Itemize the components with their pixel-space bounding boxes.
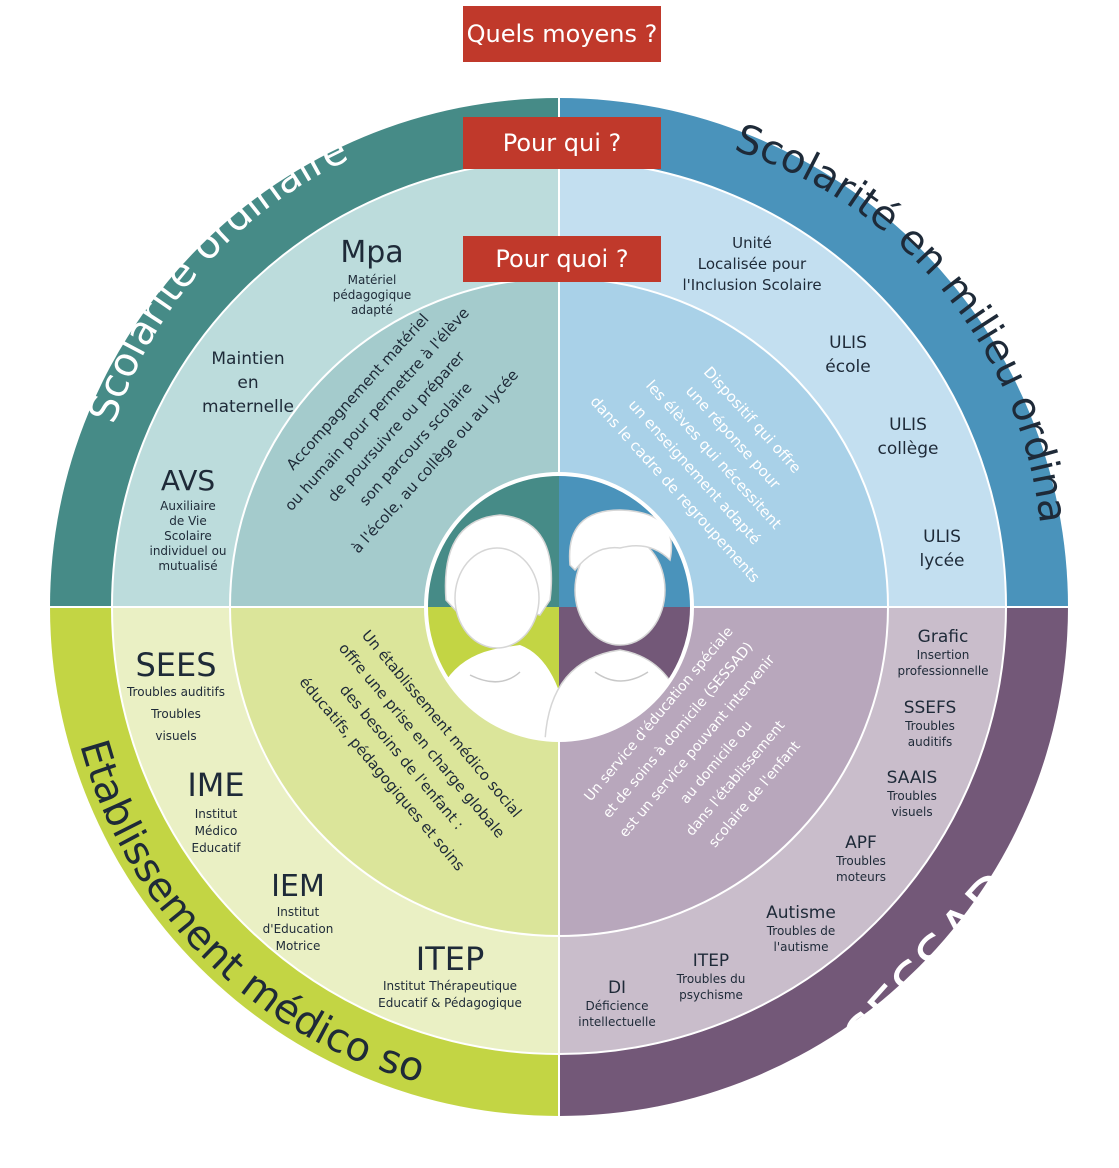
item-grafic-desc: professionnelle xyxy=(897,664,988,678)
item-saais-acronym: SAAIS xyxy=(887,768,938,788)
tag-quels-moyens: Quels moyens ? xyxy=(463,6,661,62)
item-grafic-desc: Insertion xyxy=(917,648,970,662)
item-ulis-ecole: ULIS école xyxy=(825,333,870,377)
item-ulis-college-desc: ULIS xyxy=(889,415,927,435)
item-avs-desc: individuel ou xyxy=(149,544,226,558)
item-itep-sessad-desc: Troubles du xyxy=(676,972,746,986)
item-iem-desc: Institut xyxy=(277,905,320,919)
item-ulis-def-desc: Unité xyxy=(732,234,772,252)
item-saais-desc: Troubles xyxy=(886,789,937,803)
item-maintien-desc: Maintien xyxy=(211,349,284,369)
item-ulis-lycee-desc: ULIS xyxy=(923,527,961,547)
item-itep-ms-acronym: ITEP xyxy=(416,940,485,978)
item-avs-desc: Scolaire xyxy=(164,529,212,543)
item-ulis-lycee-desc: lycée xyxy=(919,551,964,571)
item-iem-desc: d'Education xyxy=(263,922,334,936)
item-ime-desc: Médico xyxy=(195,824,238,838)
item-ulis-lycee: ULIS lycée xyxy=(919,527,964,571)
item-ulis-def-desc: Localisée pour xyxy=(698,255,807,273)
item-di-desc: intellectuelle xyxy=(578,1015,655,1029)
item-ulis-college: ULIS collège xyxy=(878,415,939,459)
tag-pour-qui: Pour qui ? xyxy=(463,117,661,169)
item-apf-desc: moteurs xyxy=(836,870,886,884)
item-autisme-acronym: Autisme xyxy=(766,903,836,923)
item-autisme-desc: Troubles de xyxy=(766,924,836,938)
item-ime-desc: Educatif xyxy=(191,841,241,855)
item-mpa-desc: pédagogique xyxy=(333,288,412,302)
item-grafic-acronym: Grafic xyxy=(918,627,969,647)
tag-pour-quoi: Pour quoi ? xyxy=(463,236,661,282)
center-children-icon xyxy=(424,472,694,742)
item-sees-desc: Troubles auditifs xyxy=(126,685,225,699)
item-sees-acronym: SEES xyxy=(135,646,216,684)
item-ulis-def-desc: l'Inclusion Scolaire xyxy=(682,276,821,294)
item-ulis-ecole-desc: ULIS xyxy=(829,333,867,353)
item-ssefs-desc: Troubles xyxy=(904,719,955,733)
item-iem-desc: Motrice xyxy=(276,939,321,953)
item-ulis-college-desc: collège xyxy=(878,439,939,459)
item-mpa-desc: adapté xyxy=(351,303,393,317)
item-avs-desc: de Vie xyxy=(169,514,206,528)
item-ime-desc: Institut xyxy=(195,807,238,821)
item-apf-desc: Troubles xyxy=(835,854,886,868)
item-di-desc: Déficience xyxy=(585,999,648,1013)
item-apf-acronym: APF xyxy=(845,833,877,853)
item-itep-ms-desc: Institut Thérapeutique xyxy=(383,979,517,993)
item-maintien: Maintien en maternelle xyxy=(202,349,294,417)
item-itep-ms-desc: Educatif & Pédagogique xyxy=(378,996,522,1010)
item-maintien-desc: en xyxy=(237,373,258,393)
item-mpa-desc: Matériel xyxy=(348,273,397,287)
item-di-acronym: DI xyxy=(608,978,626,998)
item-maintien-desc: maternelle xyxy=(202,397,294,417)
item-ssefs-desc: auditifs xyxy=(908,735,952,749)
item-itep-sessad-desc: psychisme xyxy=(679,988,743,1002)
item-itep-sessad-acronym: ITEP xyxy=(693,951,729,971)
item-iem-acronym: IEM xyxy=(271,869,325,904)
item-saais-desc: visuels xyxy=(891,805,932,819)
item-sees-desc: visuels xyxy=(155,729,196,743)
item-mpa-acronym: Mpa xyxy=(340,235,403,270)
item-ulis-ecole-desc: école xyxy=(825,357,870,377)
item-avs-acronym: AVS xyxy=(161,464,215,497)
item-avs-desc: mutualisé xyxy=(158,559,217,573)
item-ime-acronym: IME xyxy=(187,766,244,804)
item-ssefs-acronym: SSEFS xyxy=(904,698,957,718)
item-avs-desc: Auxiliaire xyxy=(160,499,216,513)
item-autisme-desc: l'autisme xyxy=(774,940,829,954)
item-sees-desc: Troubles xyxy=(150,707,201,721)
